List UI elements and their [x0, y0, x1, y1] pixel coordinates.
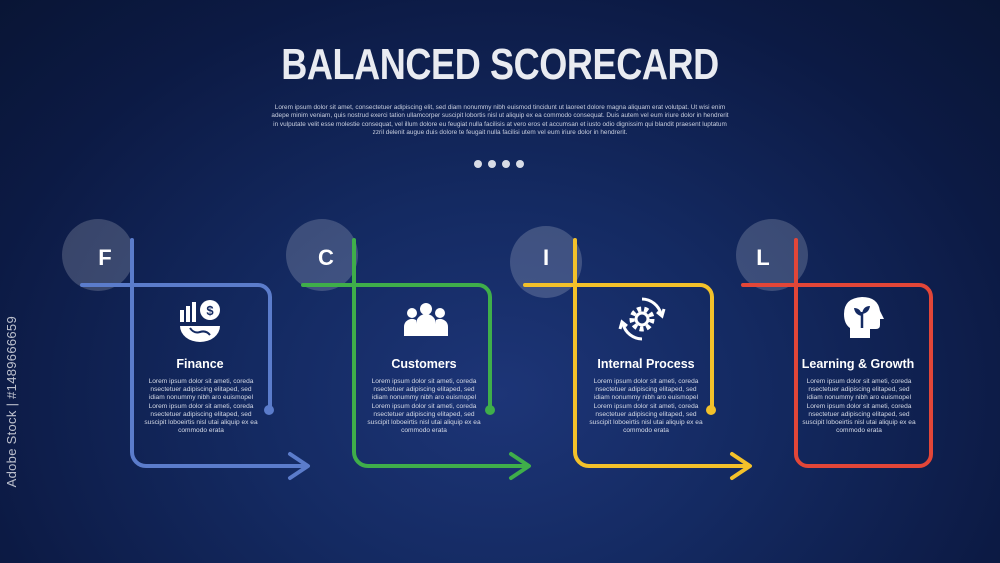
letter-circle: [736, 219, 808, 291]
dot: [502, 160, 510, 168]
head-plant-growth-icon: [844, 297, 884, 338]
letter-circle: [510, 226, 582, 298]
frame-arrow-line: [352, 238, 529, 468]
process-gear-cycle-icon: [618, 297, 666, 341]
card-body-learning-growth: Lorem ipsum dolor sit ameti, coreda nsec…: [802, 378, 916, 435]
dot: [488, 160, 496, 168]
card-finance-frame: [62, 219, 310, 480]
frame-arrow-line: [573, 238, 750, 468]
frame-end-dot: [485, 405, 495, 415]
frame-top-right-line: [523, 283, 714, 412]
stock-watermark-id: Adobe Stock | #1489666659: [4, 316, 19, 488]
dot: [516, 160, 524, 168]
frame-top-right-line: [80, 283, 272, 412]
finance-chart-coin-icon: $: [180, 300, 220, 342]
card-body-internal-process: Lorem ipsum dolor sit ameti, coreda nsec…: [589, 378, 703, 435]
letter-circle: [286, 219, 358, 291]
card-body-finance: Lorem ipsum dolor sit ameti, coreda nsec…: [144, 378, 258, 435]
frame-closed-line: [741, 238, 933, 468]
svg-text:$: $: [206, 303, 214, 318]
card-title-internal-process: Internal Process: [597, 357, 695, 371]
card-body-customers: Lorem ipsum dolor sit ameti, coreda nsec…: [367, 378, 481, 435]
letter-l: L: [756, 245, 770, 270]
card-title-customers: Customers: [391, 357, 457, 371]
frame-top-right-line: [301, 283, 492, 412]
customers-group-icon: [403, 303, 449, 336]
dot: [474, 160, 482, 168]
arrow-head: [730, 452, 752, 480]
arrow-head: [288, 452, 310, 480]
card-learning-growth-frame: [736, 219, 933, 468]
arrow-head: [509, 452, 531, 480]
card-internal-process-frame: [510, 226, 752, 480]
frame-end-dot: [706, 405, 716, 415]
letter-i: I: [542, 245, 550, 270]
letter-f: F: [98, 245, 112, 270]
pagination-dots: [474, 160, 524, 168]
card-title-finance: Finance: [176, 357, 224, 371]
frame-arrow-line: [130, 238, 308, 468]
page-description: Lorem ipsum dolor sit amet, consectetuer…: [271, 104, 729, 136]
page-title: BALANCED SCORECARD: [281, 40, 719, 89]
frame-end-dot: [264, 405, 274, 415]
card-customers-frame: [286, 219, 531, 480]
card-title-learning-growth: Learning & Growth: [801, 357, 915, 371]
letter-c: C: [318, 245, 334, 270]
letter-circle: [62, 219, 134, 291]
